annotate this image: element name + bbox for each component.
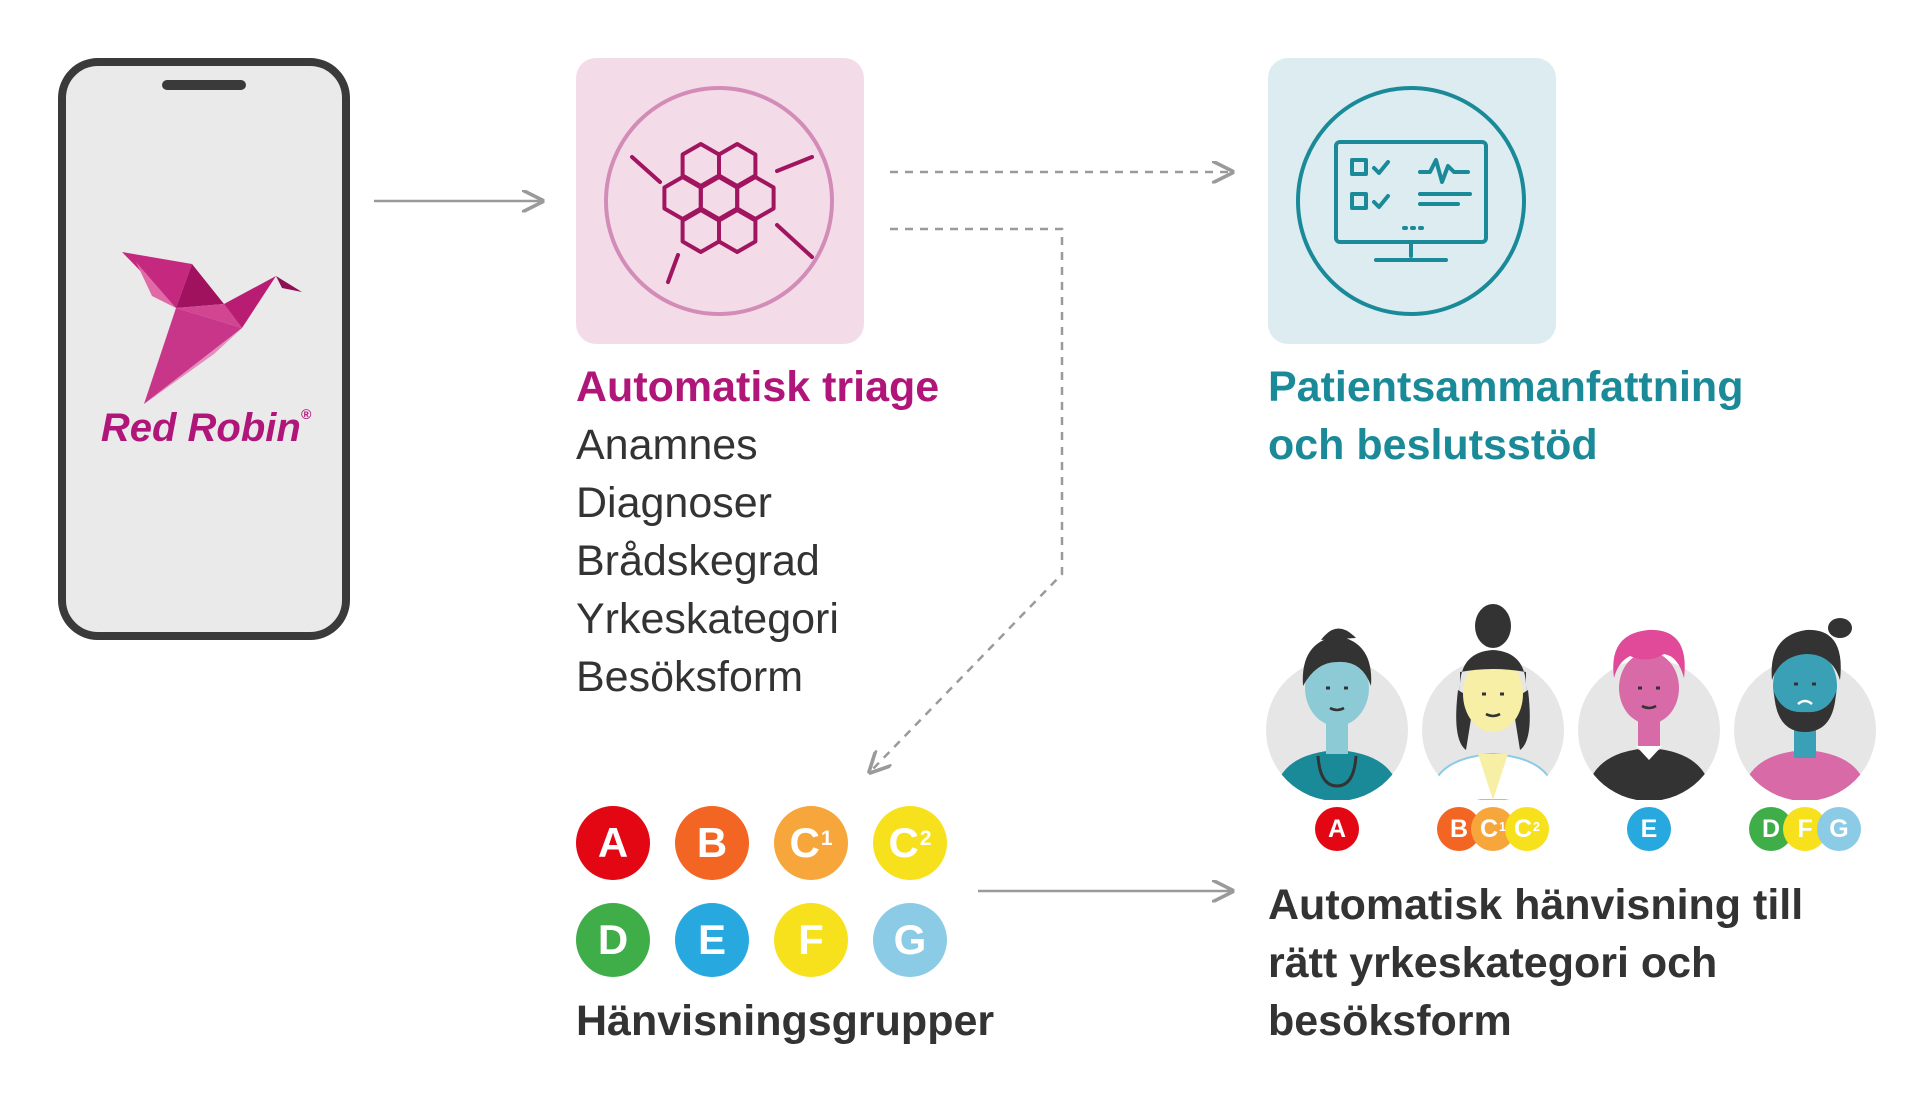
professional-doctor [1266, 600, 1408, 801]
triage-item-yrkeskategori: Yrkeskategori [576, 595, 839, 643]
doctor-avatar-icon [1266, 628, 1408, 801]
summary-panel [1268, 58, 1556, 344]
referral-text-line2: rätt yrkeskategori och [1268, 939, 1718, 987]
phone-mockup: Red Robin® [58, 58, 350, 640]
professional-nurse [1422, 600, 1564, 801]
profession-badge-f: F [1783, 807, 1827, 851]
profession-badge-a: A [1315, 807, 1359, 851]
professional-counselor [1734, 600, 1876, 801]
monitor-checklist-icon [1296, 86, 1526, 316]
red-robin-bird-logo-icon [122, 252, 302, 404]
triage-panel [576, 58, 864, 344]
therapist-avatar-icon [1578, 629, 1720, 801]
groups-caption: Hänvisningsgrupper [576, 997, 995, 1045]
group-badge-g: G [873, 903, 947, 977]
group-badge-d: D [576, 903, 650, 977]
group-badge-f: F [774, 903, 848, 977]
triage-item-diagnoser: Diagnoser [576, 479, 772, 527]
referral-text-line1: Automatisk hänvisning till [1268, 881, 1804, 929]
hexagon-cell [717, 208, 758, 254]
red-robin-logo-text: Red Robin® [96, 406, 316, 451]
brand-name: Red Robin [100, 406, 301, 450]
professional-therapist [1578, 600, 1720, 801]
triage-item-bradskegrad: Brådskegrad [576, 537, 820, 585]
group-badge-e: E [675, 903, 749, 977]
summary-heading-line2: och beslutsstöd [1268, 421, 1598, 469]
profession-badge-e: E [1627, 807, 1671, 851]
triage-item-besoksform: Besöksform [576, 653, 804, 701]
triage-item-anamnes: Anamnes [576, 421, 758, 469]
summary-heading-line1: Patientsammanfattning [1268, 363, 1744, 411]
triage-heading: Automatisk triage [576, 363, 940, 411]
group-badge-a: A [576, 806, 650, 880]
referral-text-line3: besöksform [1268, 997, 1512, 1045]
nurse-avatar-icon [1422, 604, 1564, 801]
phone-speaker [162, 80, 246, 90]
network-hexagon-icon [604, 86, 834, 316]
trademark-symbol: ® [300, 406, 312, 422]
triage-list: Anamnes Diagnoser Brådskegrad Yrkeskateg… [576, 416, 839, 706]
counselor-avatar-icon [1734, 618, 1876, 801]
group-badge-b: B [675, 806, 749, 880]
profession-badge-g: G [1817, 807, 1861, 851]
